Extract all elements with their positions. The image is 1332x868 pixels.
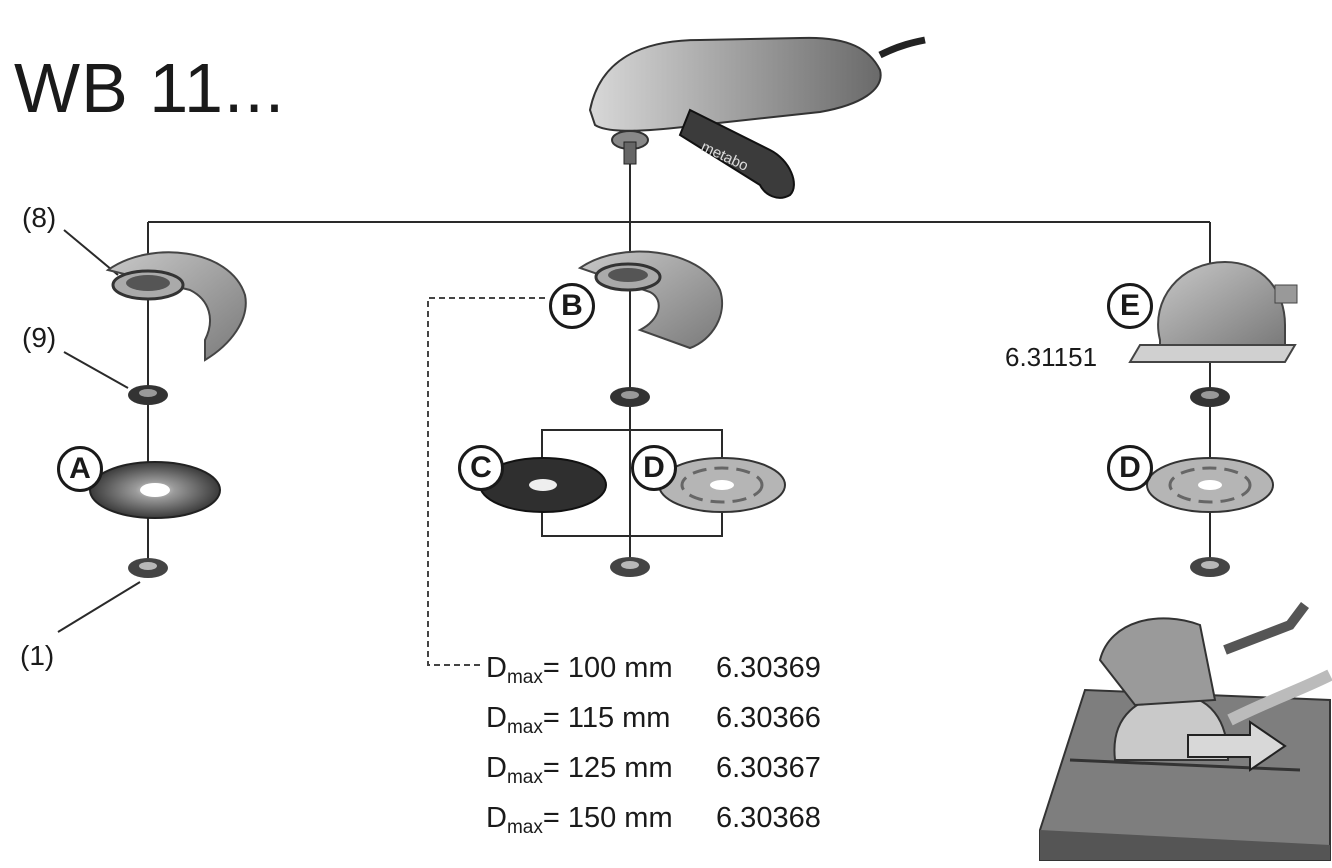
cutting-guard-b-image: [577, 250, 723, 350]
flange-image: [128, 385, 168, 405]
flange-middle-image: [610, 387, 650, 407]
clamping-nut-middle-image: [610, 557, 650, 577]
diamond-disc-d-right-image: [1146, 457, 1274, 513]
spec-size: = 100 mm: [542, 652, 673, 684]
spec-size: = 115 mm: [542, 702, 671, 734]
spec-part-number: 6.30367: [716, 752, 821, 784]
badge-b: B: [549, 283, 595, 329]
badge-d-middle: D: [631, 445, 677, 491]
spec-diameter: Dmax= 100 mm: [486, 648, 716, 698]
wheel-guard-left-image: [105, 251, 247, 362]
angle-grinder-image: [588, 36, 926, 199]
dashed-leader-line: [427, 297, 545, 666]
spec-d-symbol: D: [486, 802, 507, 834]
badge-c: C: [458, 445, 504, 491]
spec-d-subscript: max: [506, 817, 543, 838]
page-title: WB 11...: [14, 49, 286, 127]
spec-part-number: 6.30368: [716, 802, 821, 834]
spec-part-number: 6.30366: [716, 702, 821, 734]
flange-right-image: [1190, 387, 1230, 407]
spec-diameter: Dmax= 125 mm: [486, 748, 716, 798]
clamping-nut-right-image: [1190, 557, 1230, 577]
direction-arrow-icon: [1187, 720, 1287, 772]
spec-d-symbol: D: [486, 752, 507, 784]
ref-label-8: (8): [22, 202, 57, 233]
spec-d-subscript: max: [506, 667, 543, 688]
badge-e: E: [1107, 283, 1153, 329]
usage-illustration: [1039, 602, 1332, 861]
spec-size: = 125 mm: [542, 752, 673, 784]
ref-label-1: (1): [20, 640, 55, 671]
spec-part-number: 6.30369: [716, 652, 821, 684]
clamping-nut-image: [128, 558, 168, 578]
spec-d-subscript: max: [506, 717, 543, 738]
grinding-disc-a-image: [89, 461, 221, 519]
cutting-disc-c-image: [479, 457, 607, 513]
spec-d-symbol: D: [486, 652, 507, 684]
spec-size: = 150 mm: [542, 802, 673, 834]
spec-d-subscript: max: [506, 767, 543, 788]
ref-label-9: (9): [22, 322, 57, 353]
guard-e-part-number: 6.31151: [1005, 342, 1098, 372]
spec-diameter: Dmax= 115 mm: [486, 698, 716, 748]
badge-d-right: D: [1107, 445, 1153, 491]
spec-diameter: Dmax= 150 mm: [486, 798, 716, 848]
callout-leaders: [57, 229, 141, 633]
cutting-guard-e-image: [1128, 260, 1298, 363]
badge-a: A: [57, 446, 103, 492]
diamond-disc-d-middle-image: [658, 457, 786, 513]
spec-d-symbol: D: [486, 702, 507, 734]
